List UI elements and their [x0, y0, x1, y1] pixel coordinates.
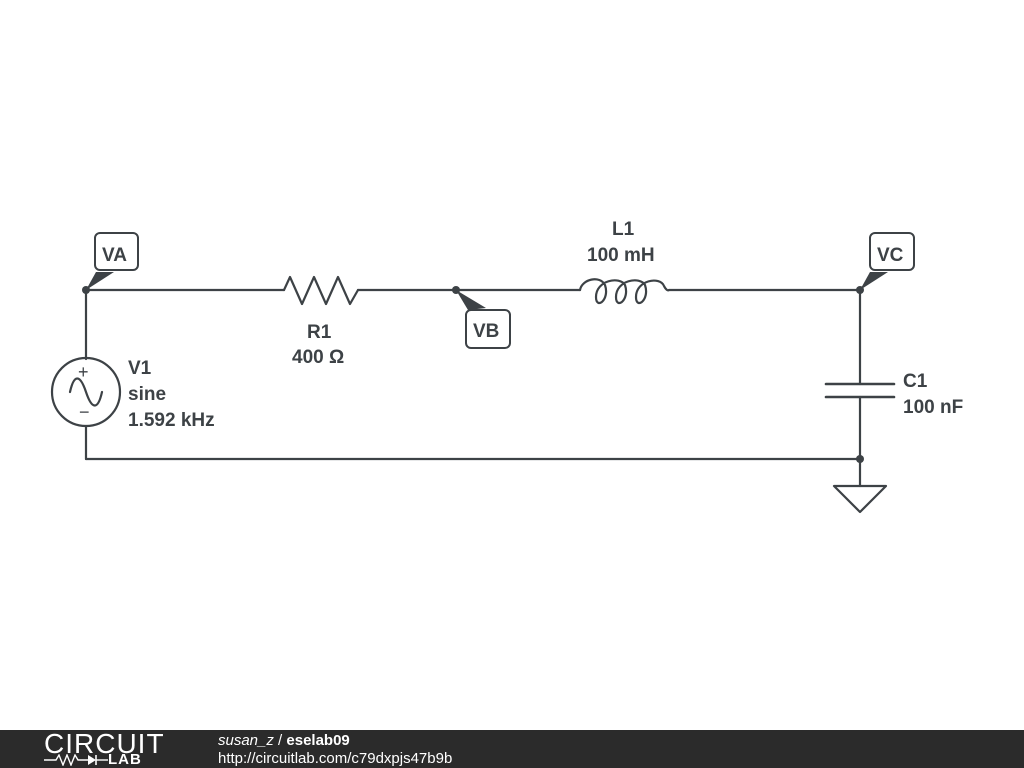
capacitor-c1-value: 100 nF [903, 397, 963, 418]
circuitlab-logo-top: CIRCUIT [44, 728, 165, 759]
probe-vc[interactable]: VC [860, 232, 915, 290]
circuit-schematic: R1 400 Ω L1 100 mH C1 100 nF + − V1 sine… [50, 219, 963, 514]
circuitlab-logo-bottom: LAB [108, 751, 142, 768]
footer-bar: CIRCUIT LAB susan_z / eselab09 http://ci… [0, 730, 1024, 768]
probe-vb[interactable]: VB [456, 290, 511, 349]
credit-line: susan_z / eselab09 [218, 732, 350, 749]
resistor-r1[interactable]: R1 400 Ω [282, 275, 360, 368]
sine-wave-icon [68, 377, 104, 407]
probe-va-label: VA [102, 245, 127, 266]
probe-vc-label: VC [877, 245, 904, 266]
voltage-source-v1-type: sine [128, 384, 166, 405]
capacitor-c1-name: C1 [903, 371, 928, 392]
voltage-source-v1-name: V1 [128, 358, 152, 379]
source-minus-sign: − [79, 402, 90, 422]
author-username[interactable]: susan_z [218, 732, 274, 749]
inductor-l1-name: L1 [612, 219, 635, 240]
source-plus-sign: + [78, 362, 89, 382]
resistor-r1-value: 400 Ω [292, 347, 344, 368]
resistor-diode-logo-icon [44, 754, 108, 766]
voltage-source-v1[interactable]: + − V1 sine 1.592 kHz [50, 356, 215, 431]
credit-separator: / [273, 732, 287, 749]
inductor-l1[interactable]: L1 100 mH [578, 219, 671, 304]
capacitor-c1[interactable]: C1 100 nF [824, 371, 963, 418]
project-url-link[interactable]: http://circuitlab.com/c79dxpjs47b9b [218, 750, 453, 767]
project-name[interactable]: eselab09 [286, 732, 350, 749]
inductor-l1-value: 100 mH [587, 245, 655, 266]
junction-dot-ground [856, 455, 864, 463]
ground-symbol [832, 484, 888, 514]
probe-va[interactable]: VA [86, 232, 139, 290]
resistor-r1-name: R1 [307, 322, 332, 343]
probe-vb-label: VB [473, 321, 499, 342]
voltage-source-v1-freq: 1.592 kHz [128, 410, 215, 431]
